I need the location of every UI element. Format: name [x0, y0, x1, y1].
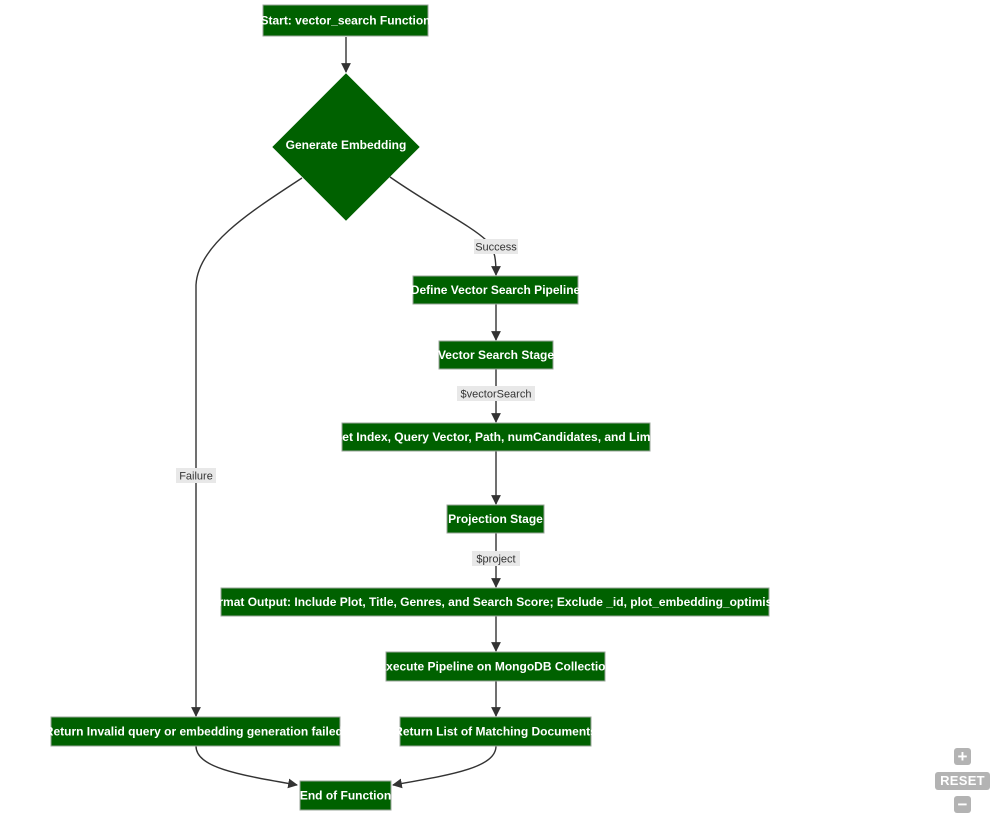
node-end-label: End of Function: [300, 789, 391, 803]
edge-label-vectorsearch: $vectorSearch: [457, 386, 535, 401]
node-start: Start: vector_search Function: [260, 4, 431, 37]
edge-invalid-to-end: [195, 745, 298, 789]
node-return-list: Return List of Matching Documents: [394, 716, 597, 747]
edge-label-failure: Failure: [176, 468, 216, 483]
node-execute-pipeline-label: Execute Pipeline on MongoDB Collection: [378, 660, 613, 674]
node-generate-embedding: Generate Embedding: [272, 73, 420, 221]
edge-label-project-text: $project: [476, 554, 515, 566]
edge-failure: [191, 177, 303, 717]
node-return-invalid: Return Invalid query or embedding genera…: [45, 716, 346, 747]
zoom-out-button[interactable]: −: [954, 796, 971, 813]
node-generate-embedding-label: Generate Embedding: [286, 138, 407, 152]
node-projection-stage-label: Projection Stage: [448, 512, 543, 526]
node-return-invalid-label: Return Invalid query or embedding genera…: [45, 725, 346, 739]
node-define-pipeline-label: Define Vector Search Pipeline: [411, 283, 581, 297]
node-set-index-label: Set Index, Query Vector, Path, numCandid…: [334, 430, 657, 444]
node-vector-search-stage: Vector Search Stage: [438, 340, 554, 370]
node-start-label: Start: vector_search Function: [260, 14, 430, 28]
edge-label-project: $project: [472, 551, 520, 566]
node-set-index: Set Index, Query Vector, Path, numCandid…: [334, 422, 658, 452]
node-projection-stage: Projection Stage: [446, 504, 545, 534]
node-return-list-label: Return List of Matching Documents: [394, 725, 597, 739]
edge-label-failure-text: Failure: [179, 471, 213, 483]
edge-label-vectorsearch-text: $vectorSearch: [461, 389, 532, 401]
node-format-output: Format Output: Include Plot, Title, Genr…: [204, 587, 787, 617]
zoom-in-button[interactable]: +: [954, 748, 971, 765]
node-execute-pipeline: Execute Pipeline on MongoDB Collection: [378, 651, 613, 682]
node-format-output-label: Format Output: Include Plot, Title, Genr…: [204, 595, 787, 609]
node-define-pipeline: Define Vector Search Pipeline: [411, 275, 581, 305]
edge-return-to-end: [392, 745, 497, 789]
reset-button[interactable]: RESET: [935, 772, 990, 790]
node-end: End of Function: [299, 780, 392, 811]
edge-label-success-text: Success: [475, 242, 517, 254]
edge-label-success: Success: [474, 239, 518, 254]
node-vector-search-stage-label: Vector Search Stage: [438, 348, 554, 362]
edge-success: [389, 176, 501, 276]
